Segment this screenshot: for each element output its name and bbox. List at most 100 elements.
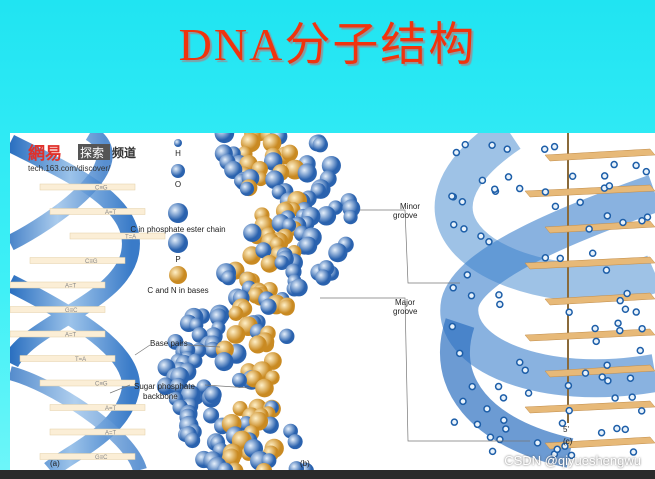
svg-text:O: O: [175, 180, 181, 189]
backbone-atom: [449, 284, 457, 292]
backbone-atom: [643, 213, 652, 221]
backbone-atom: [567, 451, 576, 460]
backbone-atom: [632, 308, 640, 316]
netease-logo: 網易 探索 频道 tech.163.com/discover/: [28, 143, 136, 173]
backbone-atom: [494, 382, 503, 391]
slide-title: DNA分子结构: [178, 19, 477, 70]
backbone-atom: [551, 202, 560, 211]
backbone-atom: [553, 445, 561, 454]
base-plate: [524, 256, 655, 270]
svg-text:G≡C: G≡C: [65, 308, 78, 314]
backbone-atom: [461, 140, 469, 149]
atom-sphere: [239, 181, 255, 196]
backbone-atom: [463, 271, 472, 279]
base-pair: A=T: [10, 281, 106, 290]
backbone-atom: [558, 419, 567, 427]
bottom-bar: [0, 470, 655, 479]
backbone-atom: [581, 369, 590, 377]
atom-sphere: [288, 461, 305, 470]
svg-text:A=T: A=T: [105, 210, 117, 216]
base-plate: [544, 220, 655, 234]
atom-sphere: [203, 407, 220, 424]
backbone-atom: [621, 425, 630, 434]
backbone-atom: [477, 232, 485, 240]
backbone-atom: [638, 324, 646, 333]
svg-text:A=T: A=T: [65, 284, 77, 290]
atom-sphere: [316, 206, 337, 226]
backbone-atom: [448, 322, 457, 331]
backbone-atom: [616, 296, 624, 305]
backbone-atom: [623, 289, 631, 298]
base-pair-rungs: C≡GA=TT=AC≡GA=TG≡CA=TT=AC≡GA=TA=TG≡C: [10, 183, 166, 461]
backbone-atom: [613, 424, 621, 433]
svg-text:A=T: A=T: [105, 431, 117, 437]
atom-sphere: [156, 377, 175, 396]
backbone-atom: [504, 173, 513, 181]
backbone-atom: [488, 447, 497, 456]
atom-sphere: [226, 325, 246, 344]
backbone-atom: [642, 167, 651, 176]
atom-sphere: [281, 144, 299, 162]
backbone-atom: [485, 238, 493, 246]
svg-text:探索: 探索: [80, 146, 104, 160]
minor-groove-label-2: groove: [393, 211, 418, 220]
backbone-atom: [605, 182, 614, 190]
backbone-atom: [632, 161, 640, 170]
atom-sphere: [287, 434, 303, 450]
svg-text:T=A: T=A: [125, 235, 136, 241]
svg-text:G≡C: G≡C: [95, 455, 108, 461]
backbone-atom: [515, 358, 524, 367]
five-prime-label: 5': [563, 425, 569, 434]
backbone-atom: [483, 405, 491, 413]
backbone-atom: [459, 397, 467, 406]
backbone-atom: [604, 377, 612, 385]
atom-sphere: [260, 298, 277, 315]
backbone-atom: [614, 319, 622, 327]
base-pair: A=T: [49, 428, 146, 437]
atom-sphere: [255, 462, 273, 470]
atom-sphere: [255, 242, 272, 259]
base-plate: [524, 400, 655, 414]
backbone-atom: [568, 172, 577, 181]
backbone-atoms: [448, 140, 652, 460]
backbone-atom: [638, 217, 646, 225]
backbone-atom: [450, 418, 459, 426]
backbone-atom: [524, 389, 533, 397]
svg-text:频道: 频道: [112, 145, 136, 160]
sugar-phosphate-label: Sugar phosphate: [134, 382, 195, 391]
backbone-atom: [636, 346, 645, 355]
backbone-atom: [455, 349, 464, 358]
base-plate: [544, 436, 655, 450]
backbone-atom: [603, 361, 611, 369]
svg-text:H: H: [175, 149, 181, 158]
svg-text:A=T: A=T: [105, 406, 117, 412]
panel-a-label: (a): [50, 459, 60, 468]
base-plate: [524, 328, 655, 342]
backbone-atom: [556, 254, 565, 263]
atom-sphere: [290, 278, 308, 297]
backbone-atom: [602, 266, 611, 274]
backbone-atom: [597, 428, 606, 437]
atom-sphere: [255, 378, 274, 398]
backbone-atom: [486, 433, 495, 441]
backbone-atom: [473, 420, 482, 429]
svg-text:P: P: [175, 255, 180, 264]
backbone-atom: [496, 300, 504, 309]
base-pair: T=A: [19, 355, 116, 363]
credit-watermark: CSDN @qiyueshengwu: [504, 453, 641, 468]
svg-text:C in phosphate ester chain: C in phosphate ester chain: [130, 225, 225, 234]
atom-sphere: [209, 308, 228, 327]
backbone-atom: [626, 374, 635, 382]
backbone-atom: [565, 308, 573, 316]
backbone-atom: [576, 198, 584, 207]
base-pair: A=T: [49, 404, 146, 412]
svg-text:T=A: T=A: [75, 357, 86, 363]
svg-text:tech.163.com/discover/: tech.163.com/discover/: [28, 164, 111, 173]
atom-sphere: [184, 432, 201, 449]
base-pair: G≡C: [39, 453, 136, 461]
legend-item: C and N in bases: [147, 266, 209, 295]
backbone-atom: [611, 394, 619, 402]
atom-sphere: [221, 270, 236, 286]
